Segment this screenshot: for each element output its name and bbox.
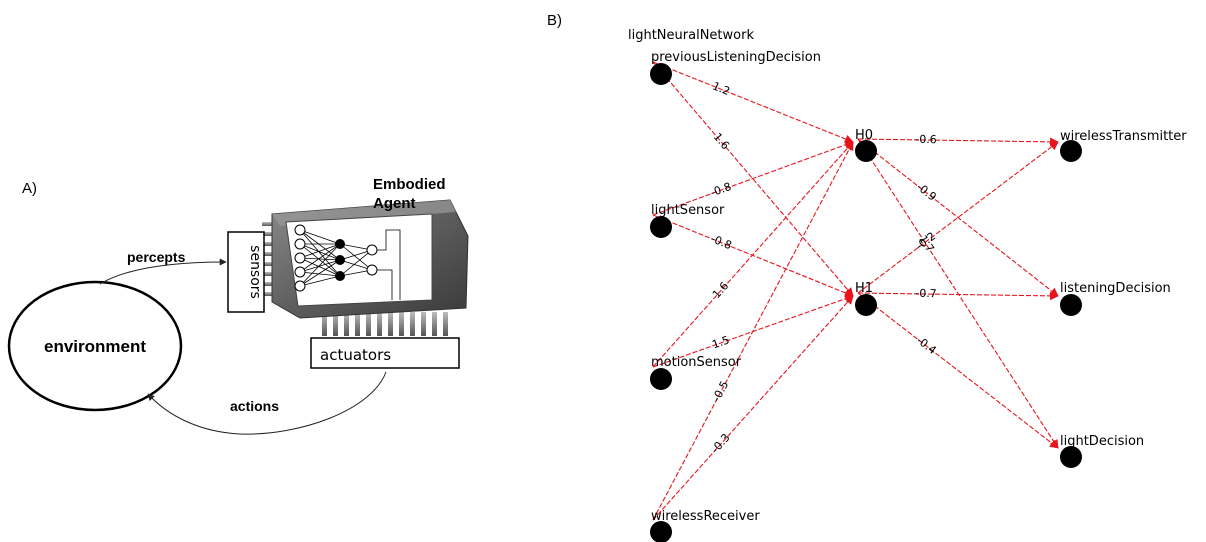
percepts-arrow <box>99 258 227 285</box>
sensors-box <box>227 231 265 313</box>
node-prev <box>650 63 672 85</box>
embodied-agent-chip <box>262 199 469 336</box>
node-wireless_tx <box>1060 140 1082 162</box>
edge-weight-motion-h1: 1.5 <box>710 333 731 351</box>
agent-title-line1: Embodied <box>373 176 446 193</box>
node-light_dec <box>1060 446 1082 468</box>
edge-weight-h1-listening: -0.7 <box>915 287 937 300</box>
node-label-light_dec: lightDecision <box>1060 434 1144 449</box>
edge-weight-prev-h0: 1.2 <box>711 79 732 98</box>
nodes-layer: previousListeningDecision lightSensor moti… <box>650 50 1187 542</box>
environment-label: environment <box>44 337 146 356</box>
chip-left-pins <box>262 222 276 296</box>
node-label-motion: motionSensor <box>651 355 742 370</box>
environment-ellipse <box>7 280 183 412</box>
edge-weight-h1-light_dec: -0.4 <box>914 334 939 357</box>
chip-network-nodes <box>294 224 378 292</box>
edge-prev-h0 <box>652 61 854 144</box>
actions-label: actions <box>230 398 279 414</box>
edge-motion-h0 <box>652 141 854 368</box>
actuators-label: actuators <box>320 346 391 364</box>
sensors-label: sensors <box>247 245 263 299</box>
edge-weight-h1-wireless_tx: -0.2 <box>913 230 938 253</box>
edge-prev-h1 <box>652 61 854 297</box>
node-label-listening: listeningDecision <box>1060 281 1171 296</box>
edge-wireless_rx-h1 <box>652 295 854 521</box>
node-h1 <box>855 294 877 316</box>
chip-network-drawing <box>299 229 401 300</box>
edge-h0-listening <box>857 138 1059 297</box>
edge-weight-h0-wireless_tx: -0.6 <box>915 133 937 146</box>
edge-light-h0 <box>652 140 854 216</box>
node-h0 <box>855 140 877 162</box>
edge-h0-wireless_tx <box>857 137 1059 147</box>
panel-a-label: A) <box>22 180 37 197</box>
edge-h0-light_dec <box>857 138 1059 449</box>
edge-light-h1 <box>652 214 854 298</box>
edge-wireless_rx-h0 <box>652 141 854 521</box>
actuators-box <box>310 337 460 369</box>
node-motion <box>650 368 672 390</box>
agent-title-line2: Agent <box>373 195 416 212</box>
node-label-prev: previousListeningDecision <box>651 50 821 65</box>
edge-weight-light-h1: -0.8 <box>709 232 734 252</box>
node-light <box>650 216 672 238</box>
panel-b: lightNeuralNetwork 1.21.6-0.8-0.81.61.5-… <box>628 28 1187 542</box>
node-label-light: lightSensor <box>651 203 725 218</box>
panel-a: environment percepts actions <box>7 176 469 435</box>
node-label-h0: H0 <box>855 128 873 143</box>
actions-arrow <box>147 371 387 435</box>
panel-b-label: B) <box>547 12 562 29</box>
node-label-h1: H1 <box>855 281 873 296</box>
percepts-label: percepts <box>127 249 186 265</box>
edge-weight-light-h0: -0.8 <box>709 180 734 200</box>
node-label-wireless_tx: wirelessTransmitter <box>1060 129 1187 144</box>
node-wireless_rx <box>650 521 672 542</box>
node-listening <box>1060 294 1082 316</box>
network-title: lightNeuralNetwork <box>628 28 754 43</box>
edge-weight-wireless_rx-h0: -0.5 <box>710 379 732 404</box>
edge-weight-h0-listening: -0.9 <box>914 180 939 203</box>
chip-bottom-pins <box>322 312 448 336</box>
edge-h1-light_dec <box>857 292 1059 449</box>
edge-h1-listening <box>857 291 1059 301</box>
node-label-wireless_rx: wirelessReceiver <box>651 509 760 524</box>
